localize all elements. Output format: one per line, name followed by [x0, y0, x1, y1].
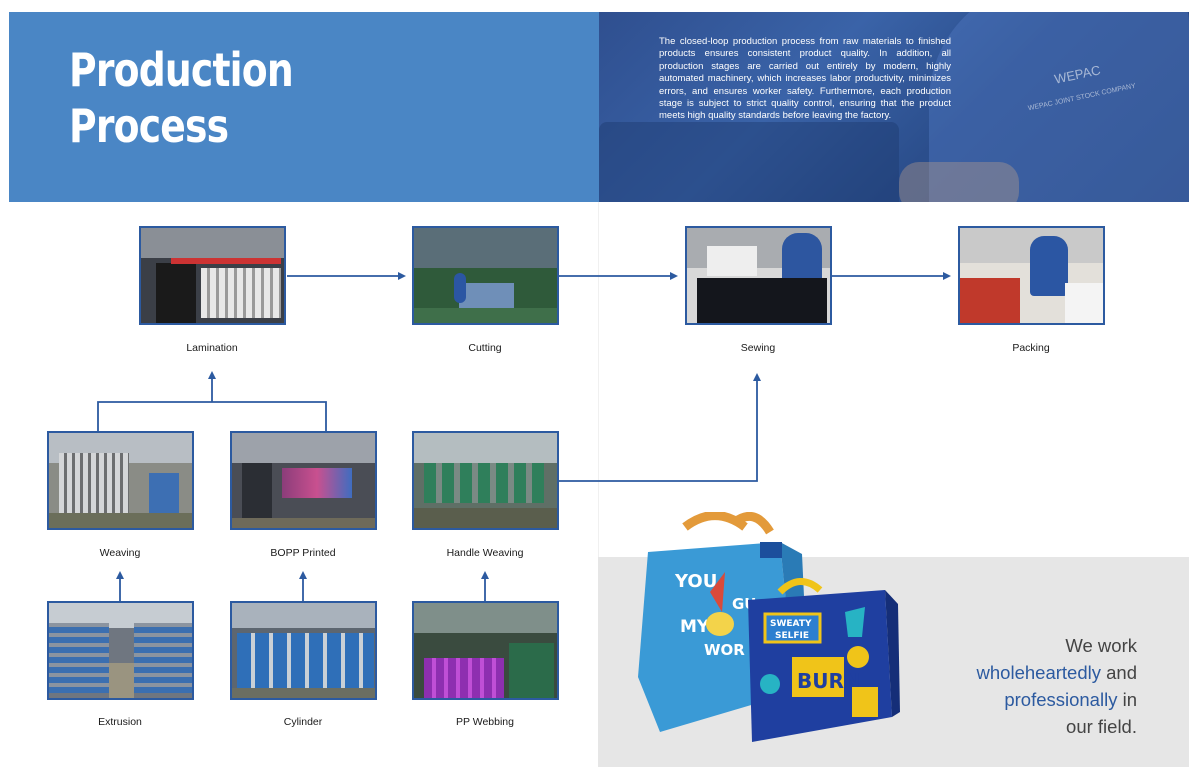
- photo-packing: [958, 226, 1105, 325]
- label-cutting: Cutting: [468, 342, 502, 354]
- label-extrusion: Extrusion: [98, 716, 142, 728]
- navy-bag-text-3: BURN: [797, 669, 861, 693]
- header-photo-panel: WEPAC WEPAC JOINT STOCK COMPANY The clos…: [599, 12, 1189, 202]
- photo-extrusion: [47, 601, 194, 700]
- navy-bag: SWEATY SELFIE BURN: [748, 578, 900, 742]
- slogan-highlight-1: wholeheartedly: [976, 662, 1101, 683]
- worker-figure-shape: [929, 12, 1189, 202]
- photo-sewing: [685, 226, 832, 325]
- photo-cylinder: [230, 601, 377, 700]
- photo-cutting: [412, 226, 559, 325]
- page-title-line-1: Production: [69, 43, 294, 97]
- label-weaving: Weaving: [99, 547, 141, 559]
- photo-weaving: [47, 431, 194, 530]
- slogan-line-2: wholeheartedly and: [897, 659, 1137, 686]
- photo-bopp-printed: [230, 431, 377, 530]
- slogan-highlight-2: professionally: [1004, 689, 1118, 710]
- table-shape: [599, 122, 899, 202]
- slogan-line-3: professionally in: [897, 686, 1137, 713]
- slogan-text: We work wholeheartedly and professionall…: [897, 632, 1137, 740]
- blue-bag-text-3: MY: [680, 617, 710, 637]
- page-divider: [598, 202, 599, 557]
- page-title: Production Process: [69, 42, 294, 154]
- label-cylinder: Cylinder: [283, 716, 323, 728]
- photo-lamination: [139, 226, 286, 325]
- label-sewing: Sewing: [740, 342, 776, 354]
- label-pp-webbing: PP Webbing: [456, 716, 514, 728]
- navy-bag-text-1: SWEATY: [770, 619, 812, 629]
- page-title-line-2: Process: [69, 99, 229, 153]
- shopping-bags-illustration: YOU GU MY WOR SWEATY SELFIE BURN: [638, 512, 900, 742]
- intro-paragraph: The closed-loop production process from …: [659, 36, 951, 122]
- header-title-panel: Production Process: [9, 12, 599, 202]
- arrow-handle-to-sewing: [559, 373, 761, 482]
- blue-bag-text-4: WOR: [704, 641, 745, 659]
- slogan-line-3-rest: in: [1117, 689, 1137, 710]
- slogan-line-2-rest: and: [1100, 662, 1137, 683]
- label-handle-weaving: Handle Weaving: [446, 547, 524, 559]
- photo-pp-webbing: [412, 601, 559, 700]
- hands-shape: [899, 162, 1019, 202]
- label-bopp-printed: BOPP Printed: [270, 547, 336, 559]
- label-lamination: Lamination: [186, 342, 238, 354]
- navy-bag-text-2: SELFIE: [775, 631, 809, 641]
- slogan-line-1: We work: [1065, 635, 1137, 656]
- label-packing: Packing: [1012, 342, 1050, 354]
- photo-handle-weaving: [412, 431, 559, 530]
- connector-weaving-bopp: [97, 401, 327, 431]
- slogan-line-4: our field.: [1066, 716, 1137, 737]
- blue-bag-text-1: YOU: [674, 571, 717, 592]
